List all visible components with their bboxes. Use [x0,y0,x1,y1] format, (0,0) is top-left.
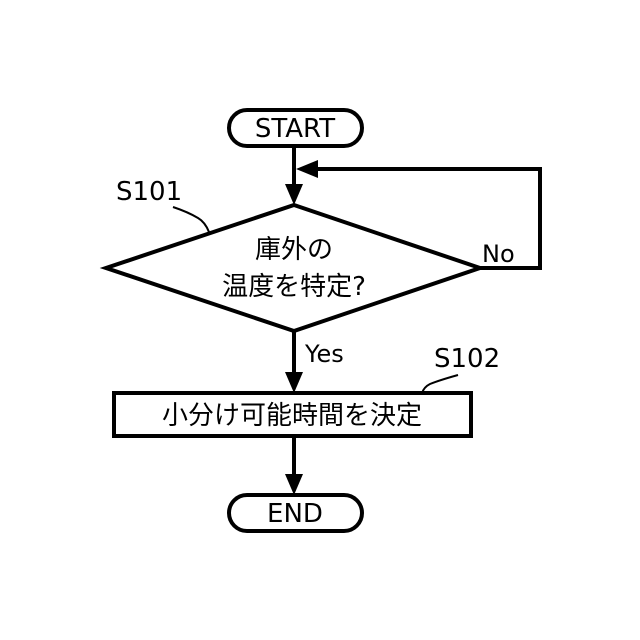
decision-text-line1: 庫外の [255,235,333,265]
end-terminal: END [229,495,362,531]
decision-diamond: 庫外の 温度を特定? [106,205,480,331]
process-box: 小分け可能時間を決定 [114,393,471,436]
no-label: No [482,240,515,268]
end-label: END [267,499,323,529]
arrowhead-no-loop [296,160,318,178]
yes-label: Yes [304,340,344,368]
start-label: START [255,114,335,144]
start-terminal: START [229,110,362,146]
step-id-s101: S101 [116,177,182,207]
leader-s102 [422,375,458,393]
decision-text-line2: 温度を特定? [222,272,366,302]
leader-s101 [173,207,209,232]
arrowhead-to-end [285,474,303,495]
process-text: 小分け可能時間を決定 [162,401,422,431]
arrowhead-to-process [285,372,303,393]
arrowhead-to-decision [285,184,303,205]
step-id-s102: S102 [434,344,500,374]
